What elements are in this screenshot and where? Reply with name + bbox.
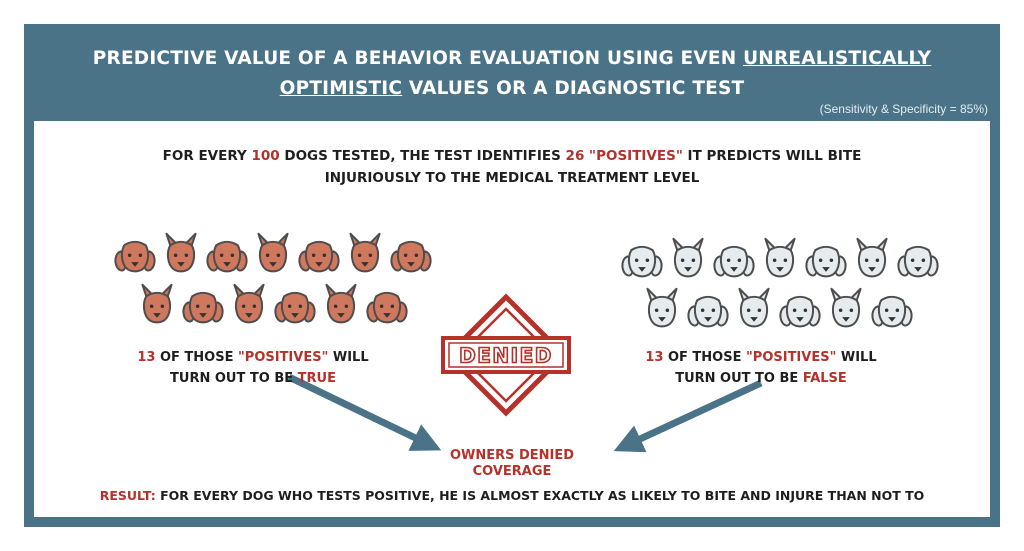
dog-icon (257, 232, 289, 273)
dog-icon (206, 240, 248, 273)
dog-icon (141, 283, 173, 324)
verdict-true: TRUE (297, 371, 336, 386)
dog-icon (349, 232, 381, 273)
denied-stamp-icon: DENIED (441, 293, 571, 417)
dog-icon (390, 240, 432, 273)
true-positive-dogs (114, 232, 432, 324)
dog-icon (165, 232, 197, 273)
result-label: RESULT: (99, 488, 156, 503)
right-arrow-icon (613, 379, 763, 453)
dog-icon (646, 287, 678, 328)
content-panel: FOR EVERY 100 DOGS TESTED, THE TEST IDEN… (34, 121, 990, 517)
infographic-frame: PREDICTIVE VALUE OF A BEHAVIOR EVALUATIO… (24, 24, 1000, 527)
dog-icon (830, 287, 862, 328)
diagram-graphics: DENIED (114, 232, 939, 453)
title-emphasis-1: UNREALISTICALLY (743, 48, 932, 69)
false-positive-dogs (621, 237, 939, 328)
dog-icon (233, 283, 265, 324)
dog-icon (897, 245, 939, 278)
dog-icon (856, 237, 888, 278)
verdict-false: FALSE (802, 371, 847, 386)
result-statement: RESULT: FOR EVERY DOG WHO TESTS POSITIVE… (99, 488, 925, 503)
false-positive-caption: 13 OF THOSE "POSITIVES" WILL TURN OUT TO… (645, 350, 877, 386)
dog-icon (764, 237, 796, 278)
dog-icon (274, 291, 316, 324)
dog-icon (298, 240, 340, 273)
dog-icon (672, 237, 704, 278)
dog-icon (805, 245, 847, 278)
lead-statement: FOR EVERY 100 DOGS TESTED, THE TEST IDEN… (162, 148, 862, 186)
title-emphasis-2: OPTIMISTIC (279, 78, 403, 99)
dog-icon (114, 240, 156, 273)
stamp-label: DENIED (459, 344, 553, 368)
dog-icon (871, 295, 913, 328)
dog-icon (738, 287, 770, 328)
true-positive-caption: 13 OF THOSE "POSITIVES" WILL TURN OUT TO… (137, 350, 369, 386)
page-title: PREDICTIVE VALUE OF A BEHAVIOR EVALUATIO… (92, 48, 932, 99)
page-subtitle: (Sensitivity & Specificity = 85%) (819, 102, 988, 116)
dog-icon (182, 291, 224, 324)
dog-icon (687, 295, 729, 328)
dog-icon (621, 245, 663, 278)
dog-icon (366, 291, 408, 324)
positive-count: 26 (565, 148, 585, 164)
dog-icon (779, 295, 821, 328)
tested-count: 100 (251, 148, 280, 164)
dog-icon (713, 245, 755, 278)
dog-icon (325, 283, 357, 324)
left-arrow-icon (287, 373, 442, 451)
